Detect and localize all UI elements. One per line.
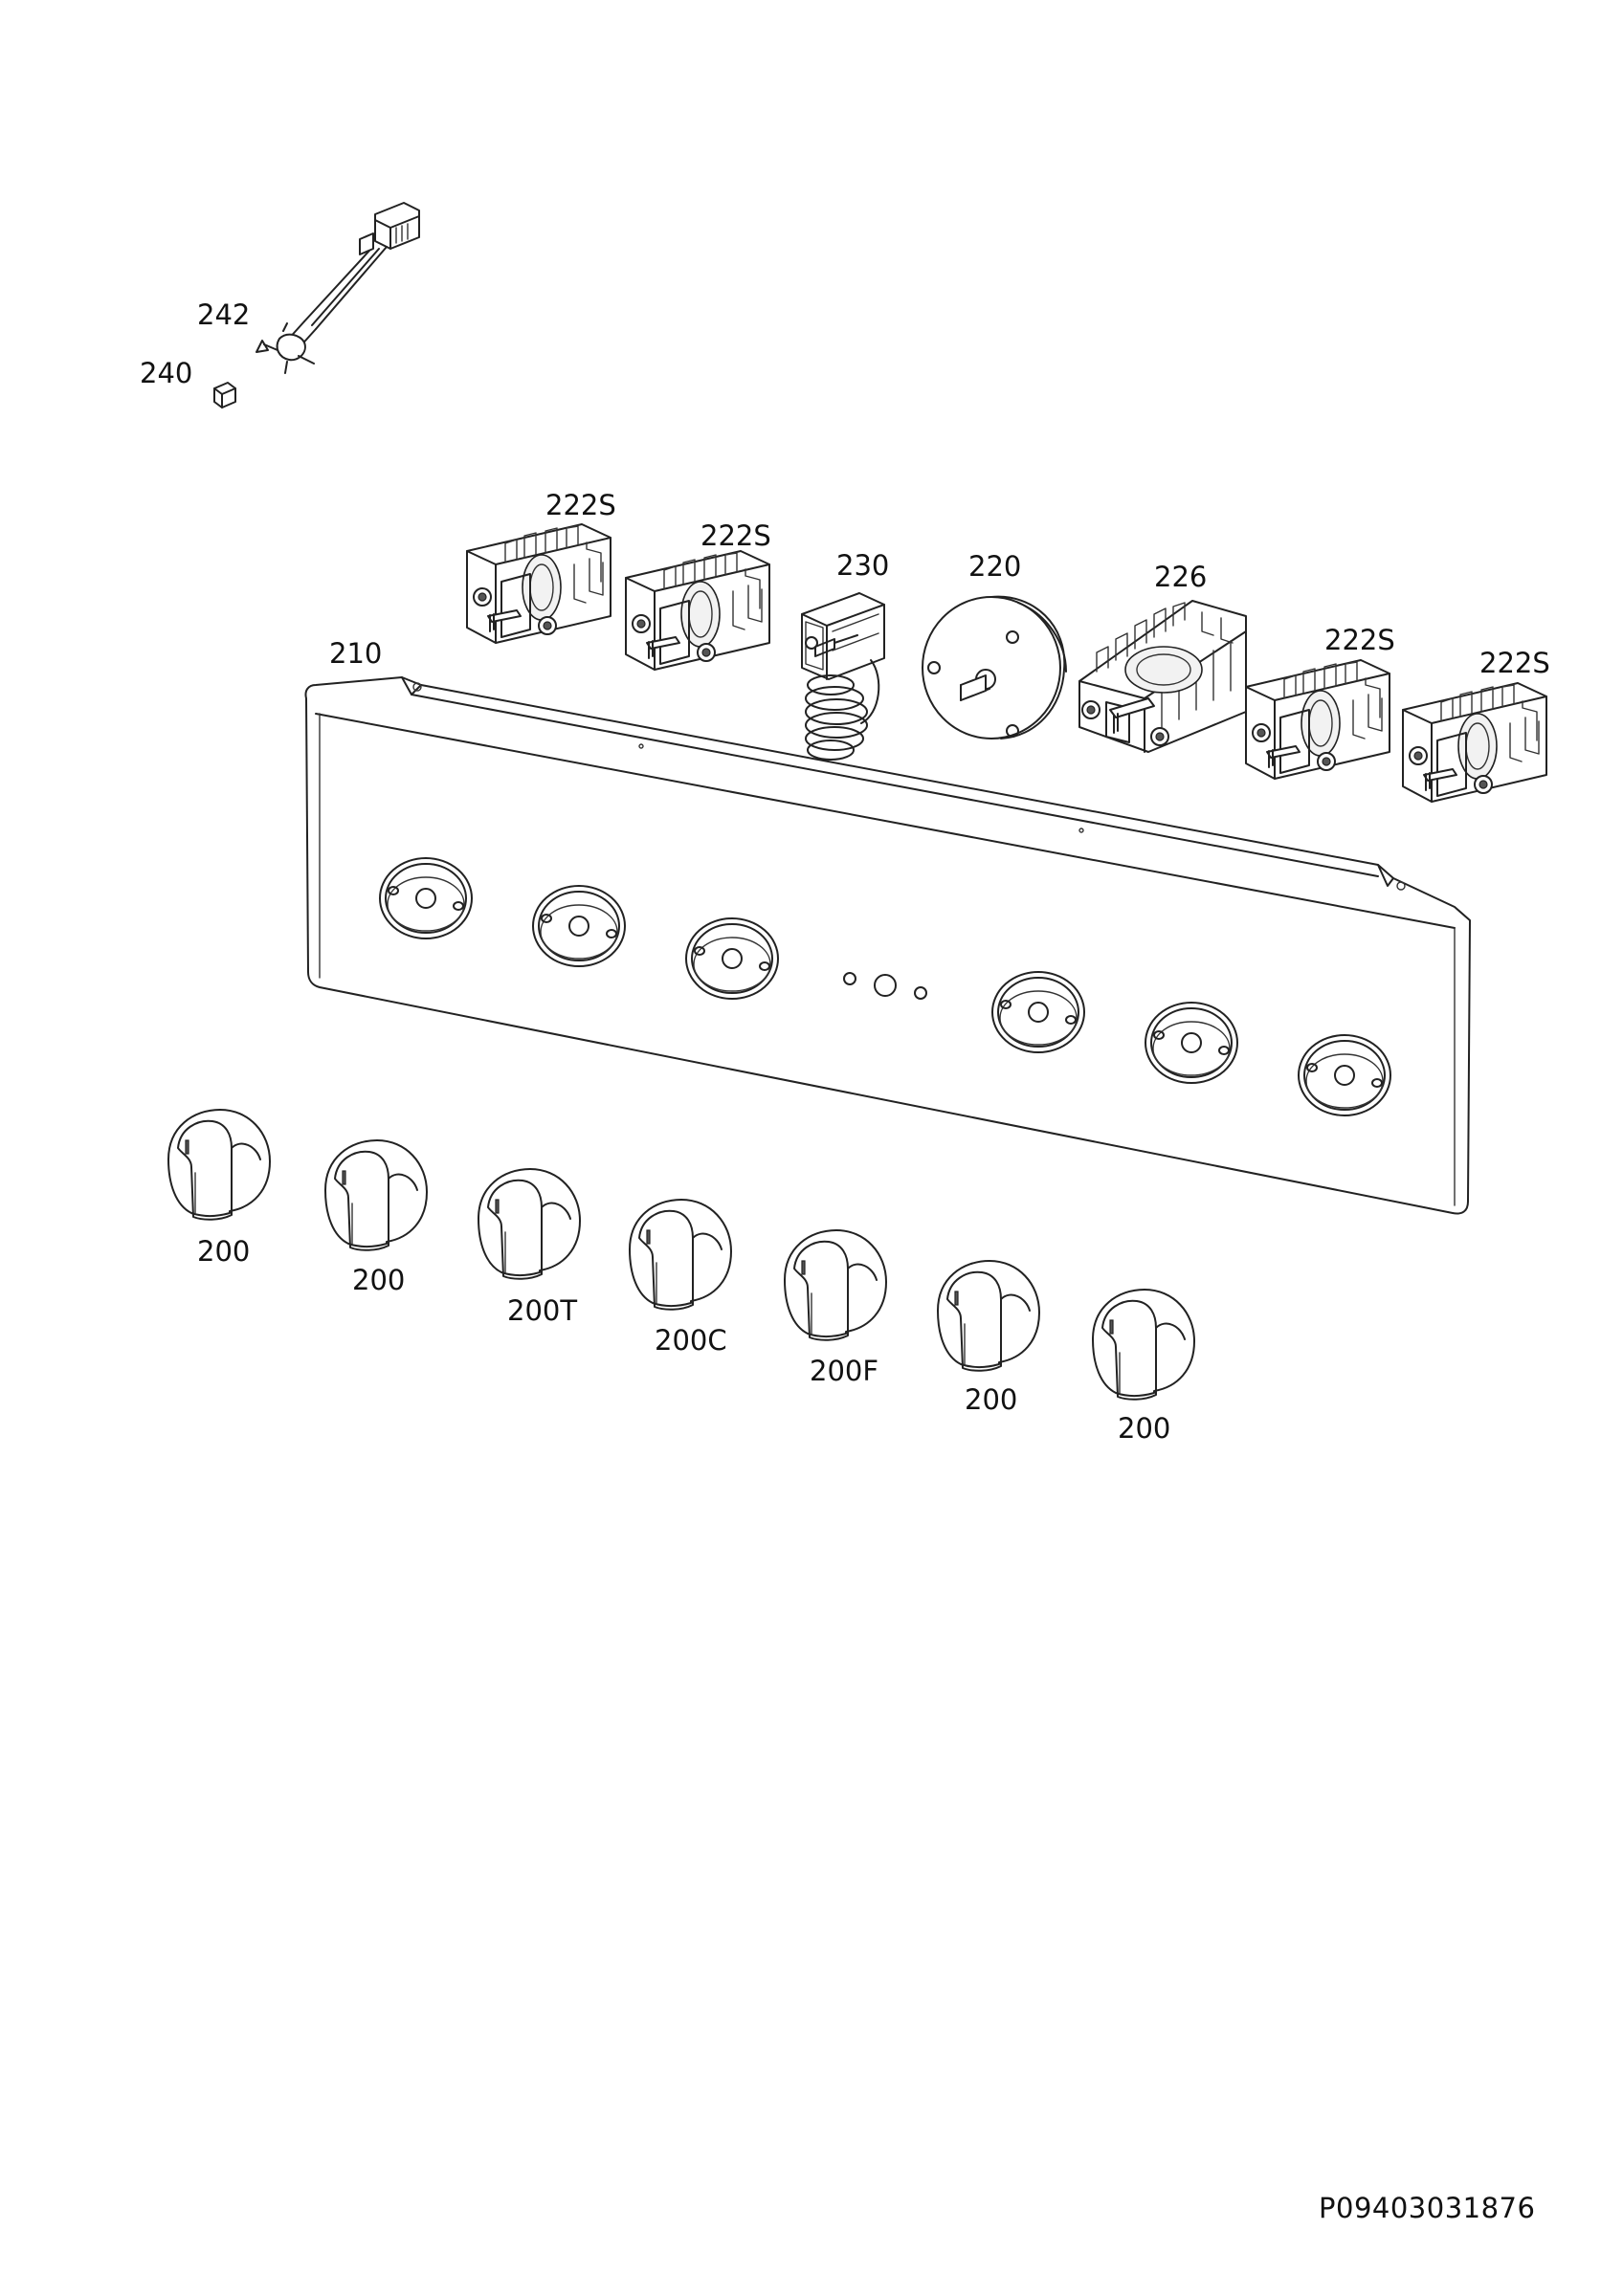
label-222s-3: 222S: [1324, 624, 1395, 656]
label-200t: 200T: [507, 1294, 577, 1327]
wire-harness-part: [256, 202, 420, 374]
knob-6: [937, 1260, 1040, 1372]
knob-7: [1092, 1289, 1195, 1401]
label-222s-4: 222S: [1479, 647, 1550, 679]
rotary-switch-3: [1245, 659, 1390, 780]
label-200-4: 200: [1118, 1412, 1170, 1445]
knob-5: [784, 1229, 887, 1341]
label-200-2: 200: [352, 1264, 405, 1296]
rotary-switch-2: [625, 550, 770, 671]
label-200c: 200C: [655, 1324, 727, 1357]
rotary-switch-4: [1402, 682, 1547, 803]
rotary-switch-1: [466, 523, 611, 644]
knob-2: [324, 1139, 428, 1251]
label-220: 220: [968, 550, 1021, 583]
label-222s-1: 222S: [545, 489, 616, 521]
label-210: 210: [329, 637, 382, 670]
lamp-part: [213, 382, 236, 408]
control-panel: [304, 676, 1471, 1215]
label-230: 230: [836, 549, 889, 582]
timer-part: [922, 595, 1067, 740]
label-242: 242: [197, 298, 250, 331]
knob-1: [167, 1109, 271, 1221]
knob-4: [629, 1199, 732, 1311]
label-226: 226: [1154, 561, 1207, 593]
drawing-reference-number: P09403031876: [1319, 2192, 1535, 2224]
label-200-3: 200: [965, 1383, 1017, 1416]
selector-switch-part: [1078, 600, 1247, 753]
label-200-1: 200: [197, 1235, 250, 1268]
label-222s-2: 222S: [700, 519, 771, 552]
label-240: 240: [140, 357, 192, 389]
thermostat-part: [801, 592, 885, 761]
label-200f: 200F: [810, 1355, 878, 1387]
knob-3: [478, 1168, 581, 1280]
